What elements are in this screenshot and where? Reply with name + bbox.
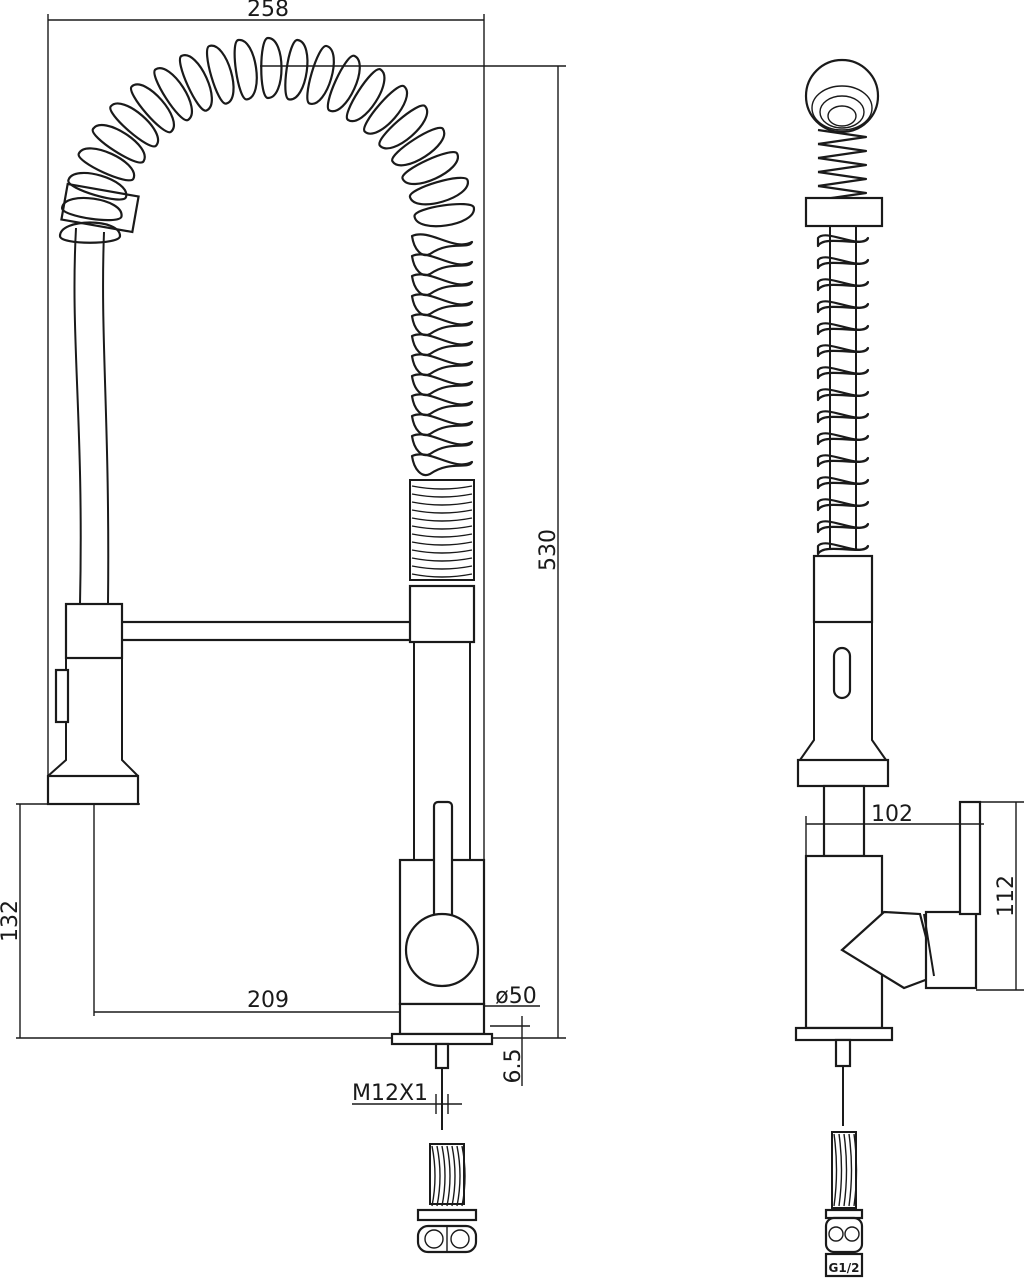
spring-coil-vertical: [410, 233, 474, 477]
base-height-label: 132: [0, 900, 23, 942]
width-label: 258: [247, 0, 289, 22]
thickness-label: 6.5: [501, 1049, 526, 1084]
side-depth-label: 102: [871, 802, 913, 827]
supply-hose-front: [416, 1143, 478, 1254]
base-height-dimension: 132: [0, 803, 400, 1039]
faucet-body: [390, 584, 494, 1130]
supply-hose-side: G1/2: [824, 1131, 864, 1278]
side-coil: [816, 226, 870, 556]
side-body: [794, 554, 982, 1126]
side-height-label: 112: [994, 875, 1019, 917]
thread-label: M12X1: [352, 1081, 428, 1106]
front-view: 258 530 132 209 ø50: [0, 0, 566, 1254]
connection-label: G1/2: [829, 1261, 860, 1275]
spray-head-top: [804, 58, 880, 202]
thickness-dimension: 6.5: [490, 1016, 530, 1086]
height-dimension: 530: [260, 65, 566, 1039]
reach-dimension: 209: [93, 804, 444, 1040]
spring-coil-tight: [409, 479, 475, 581]
side-view: 102 112 G1/2: [794, 58, 1024, 1278]
diameter-label: ø50: [495, 984, 536, 1009]
reach-label: 209: [247, 988, 289, 1013]
spring-coil: [58, 36, 475, 244]
height-label: 530: [536, 529, 561, 571]
spray-hose: [60, 182, 140, 605]
side-depth-dimension: 102: [805, 802, 984, 856]
width-dimension: 258: [47, 0, 485, 870]
spray-holder-arm: [46, 602, 416, 806]
coil-collar-top: [804, 196, 884, 228]
side-height-dimension: 112: [976, 801, 1024, 991]
thread-dimension: M12X1: [352, 1081, 462, 1114]
